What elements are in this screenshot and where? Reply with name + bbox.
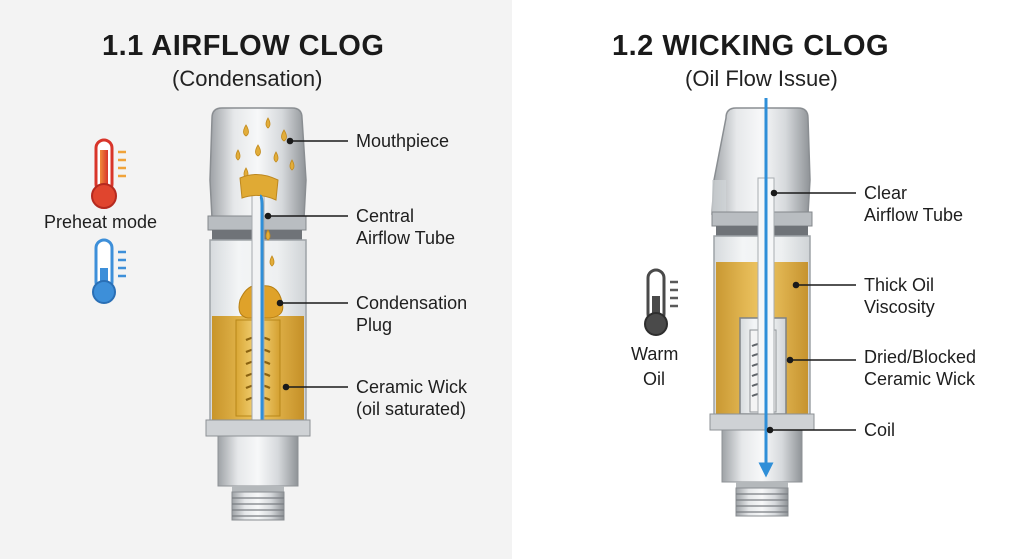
preheat-mode-label: Preheat mode	[44, 212, 158, 232]
left-leader-lines	[264, 137, 348, 391]
left-title: 1.1 AIRFLOW CLOG	[102, 30, 385, 62]
label-condensation-2: Plug	[356, 315, 393, 335]
right-title: 1.2 WICKING CLOG	[612, 30, 890, 62]
label-central-airflow-1: Central	[356, 206, 415, 226]
label-dried-wick-2: Ceramic Wick	[864, 369, 975, 389]
label-central-airflow-2: Airflow Tube	[356, 228, 456, 248]
label-thick-oil-1: Thick Oil	[864, 275, 935, 295]
label-clear-2: Airflow Tube	[864, 205, 964, 225]
label-clear-1: Clear	[864, 183, 908, 203]
warm-label: Warm	[631, 344, 679, 364]
left-cartridge	[205, 107, 311, 521]
label-ceramic-wick-1: Ceramic Wick	[356, 377, 467, 397]
label-ceramic-wick-2: (oil saturated)	[356, 399, 467, 419]
label-mouthpiece: Mouthpiece	[356, 131, 450, 151]
thermometer-warm-icon	[644, 268, 678, 336]
oil-label: Oil	[643, 369, 665, 389]
label-condensation-1: Condensation	[356, 293, 468, 313]
label-coil: Coil	[864, 420, 896, 440]
right-subtitle: (Oil Flow Issue)	[685, 66, 838, 91]
right-leader-lines	[766, 189, 856, 434]
thermometer-hot-icon	[91, 138, 126, 209]
label-dried-wick-1: Dried/Blocked	[864, 347, 977, 367]
label-thick-oil-2: Viscosity	[864, 297, 935, 317]
left-subtitle: (Condensation)	[172, 66, 323, 91]
thermometer-cold-icon	[92, 238, 126, 304]
right-cartridge	[709, 98, 815, 517]
